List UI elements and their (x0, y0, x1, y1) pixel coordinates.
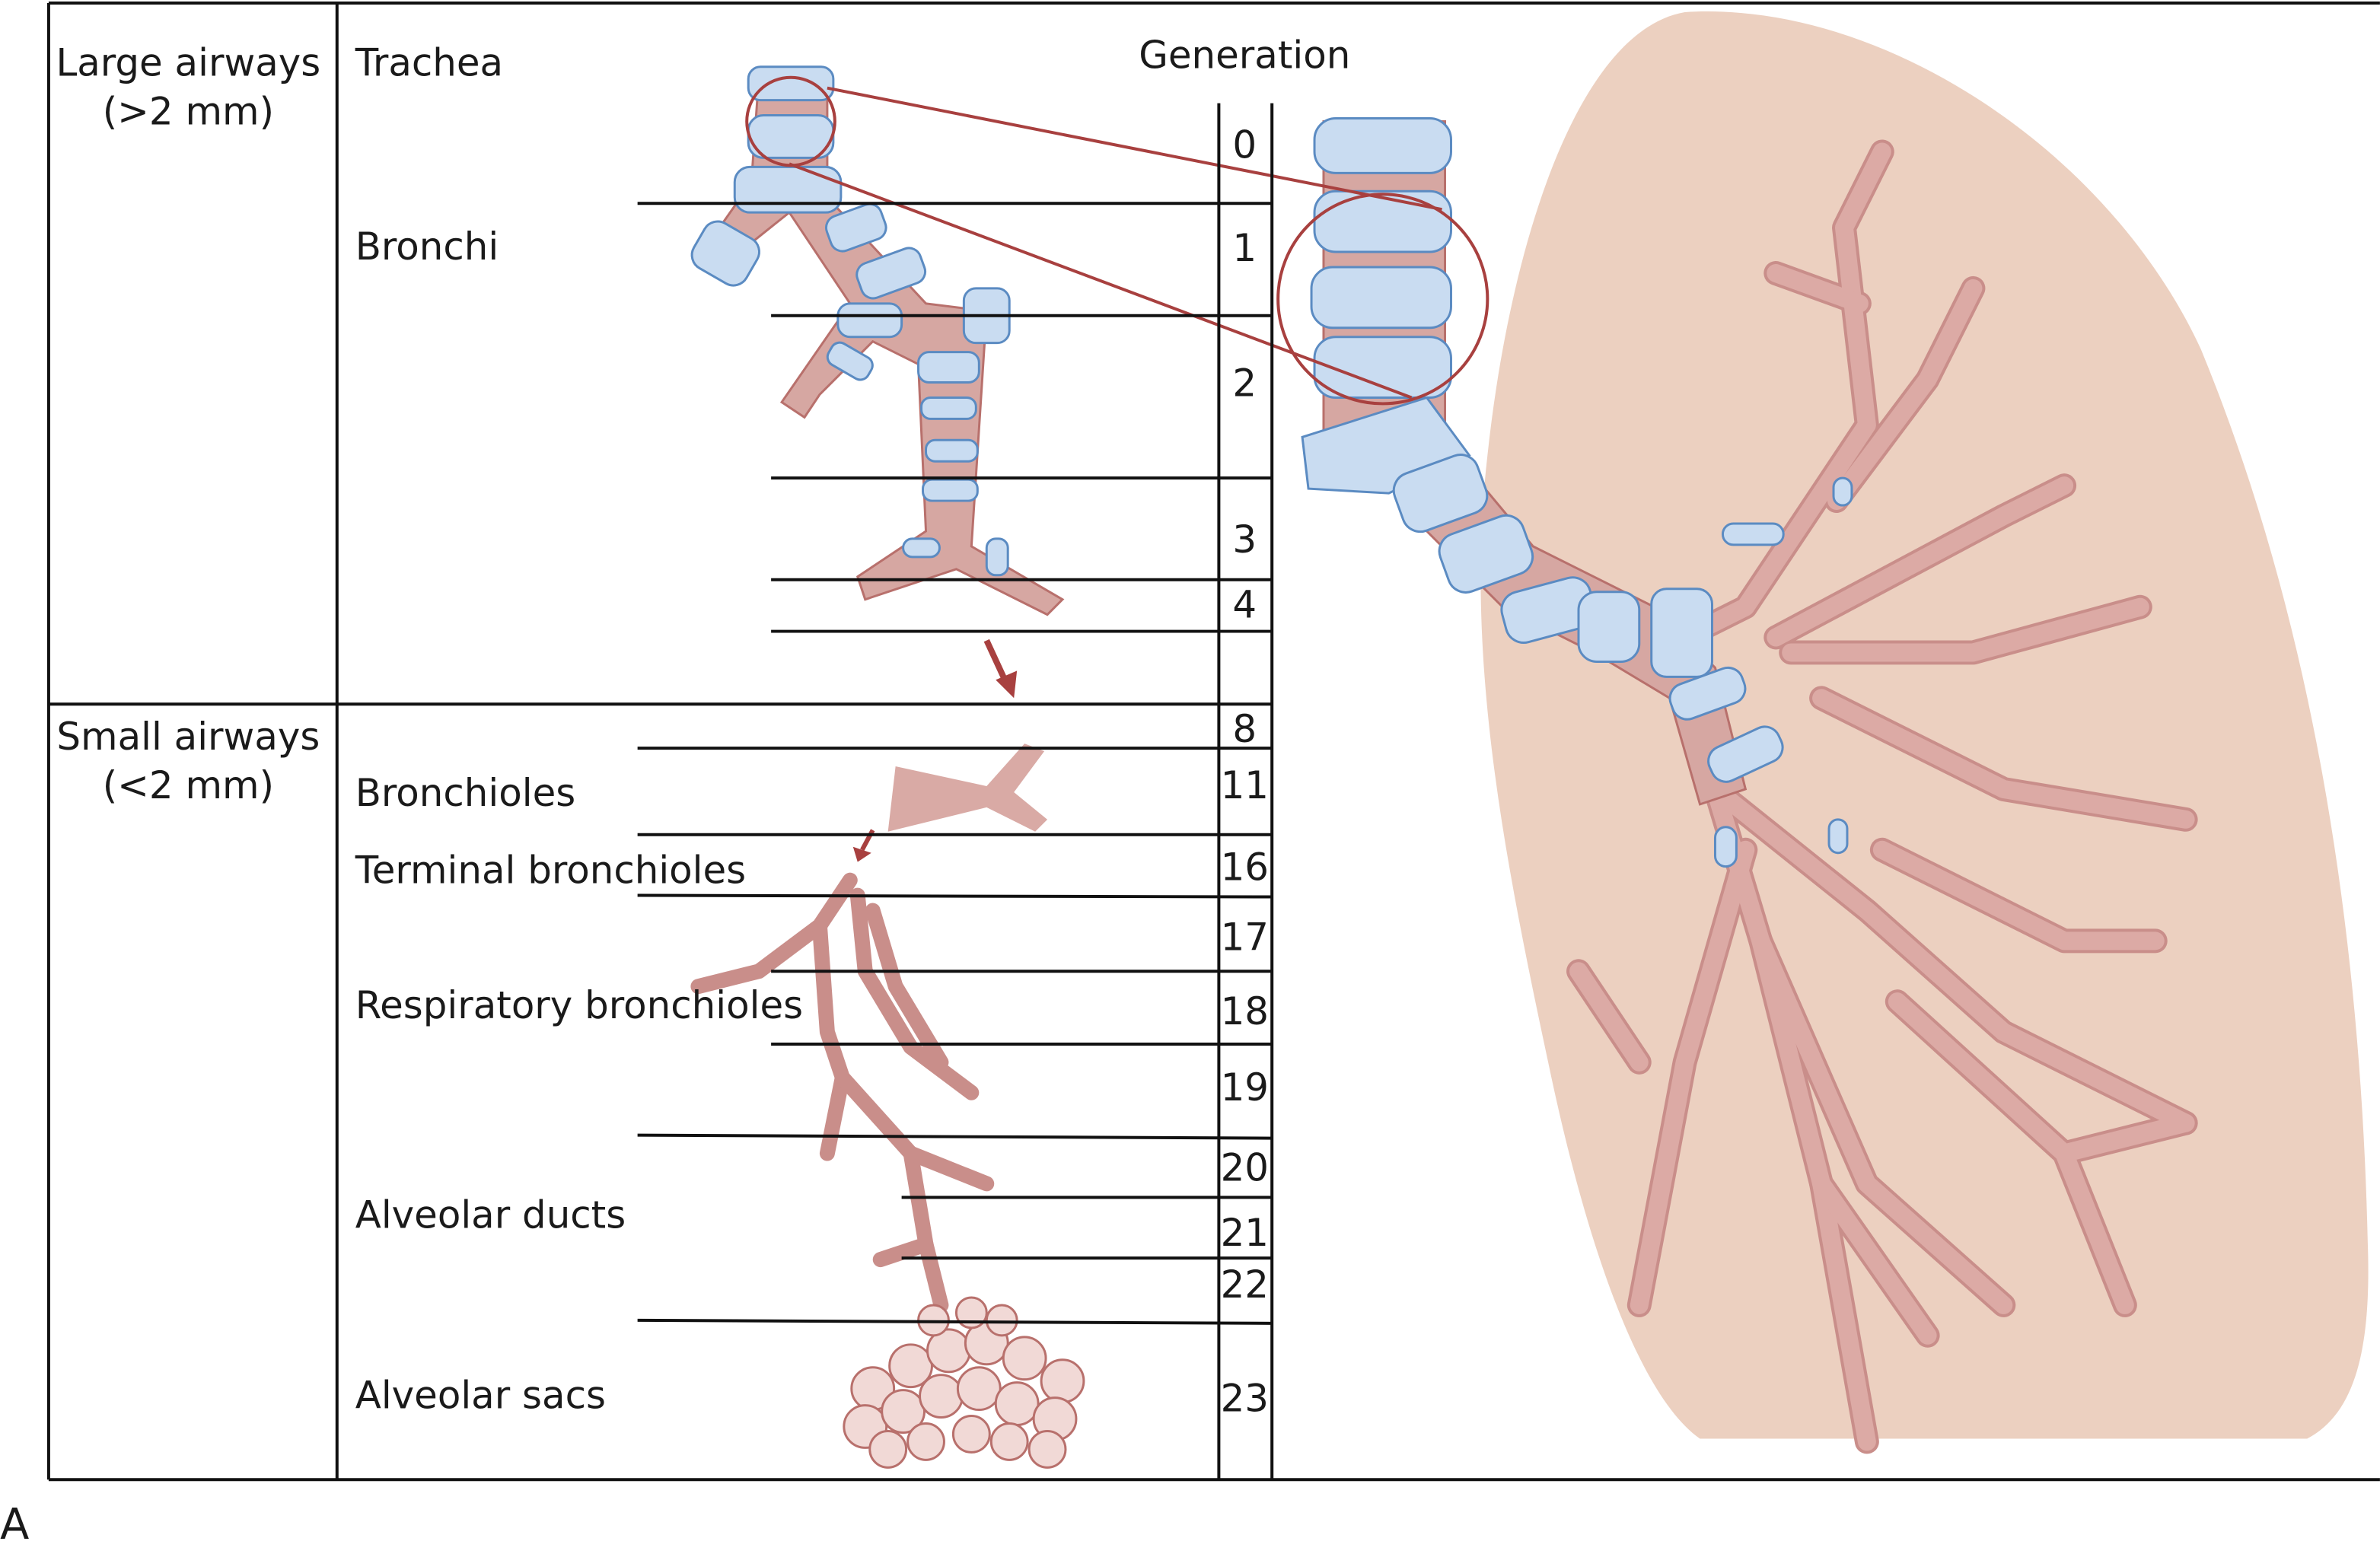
respiratory-bronchiole-illustration (690, 872, 995, 1313)
category-small-airways: Small airways (56, 715, 320, 759)
generation-number: 3 (1232, 517, 1257, 562)
trachea-illustration (1301, 117, 1853, 868)
generation-number: 17 (1221, 915, 1269, 959)
label-terminal-bronchioles: Terminal bronchioles (355, 849, 746, 893)
generation-number: 11 (1221, 763, 1269, 807)
generation-number: 21 (1221, 1211, 1269, 1255)
lung-silhouette (1480, 11, 2369, 1439)
generation-number: 20 (1221, 1145, 1269, 1189)
generation-number: 16 (1221, 845, 1269, 890)
table-frame (46, 1, 2380, 1482)
label-alveolar-ducts: Alveolar ducts (355, 1193, 626, 1237)
generation-number: 4 (1232, 583, 1257, 627)
generation-number: 8 (1232, 707, 1257, 751)
generation-number: 23 (1221, 1377, 1269, 1421)
category-large-airways: Large airways (56, 41, 320, 85)
label-bronchioles: Bronchioles (355, 771, 575, 815)
generation-number: 22 (1221, 1263, 1269, 1307)
alveolar-sacs-illustration (843, 1296, 1085, 1469)
arrow-icon (852, 638, 1018, 862)
bronchiole-illustration (887, 744, 1048, 832)
label-trachea: Trachea (355, 41, 503, 85)
generation-header: Generation (1139, 33, 1350, 78)
lung-bronchial-tree (1551, 139, 2198, 1454)
zoom-callout (745, 75, 1489, 406)
label-respiratory-bronchioles: Respiratory bronchioles (355, 983, 803, 1027)
generation-number: 1 (1232, 226, 1257, 270)
bronchi-illustration (690, 65, 1065, 616)
category-large-airways-size: (>2 mm) (103, 90, 274, 134)
generation-number: 19 (1221, 1065, 1269, 1110)
generation-number: 2 (1232, 361, 1257, 405)
generation-number: 0 (1232, 123, 1257, 167)
category-small-airways-size: (<2 mm) (103, 763, 274, 807)
figure-label: A (0, 1500, 29, 1549)
label-bronchi: Bronchi (355, 225, 499, 269)
generation-number: 18 (1221, 989, 1269, 1033)
label-alveolar-sacs: Alveolar sacs (355, 1374, 606, 1418)
